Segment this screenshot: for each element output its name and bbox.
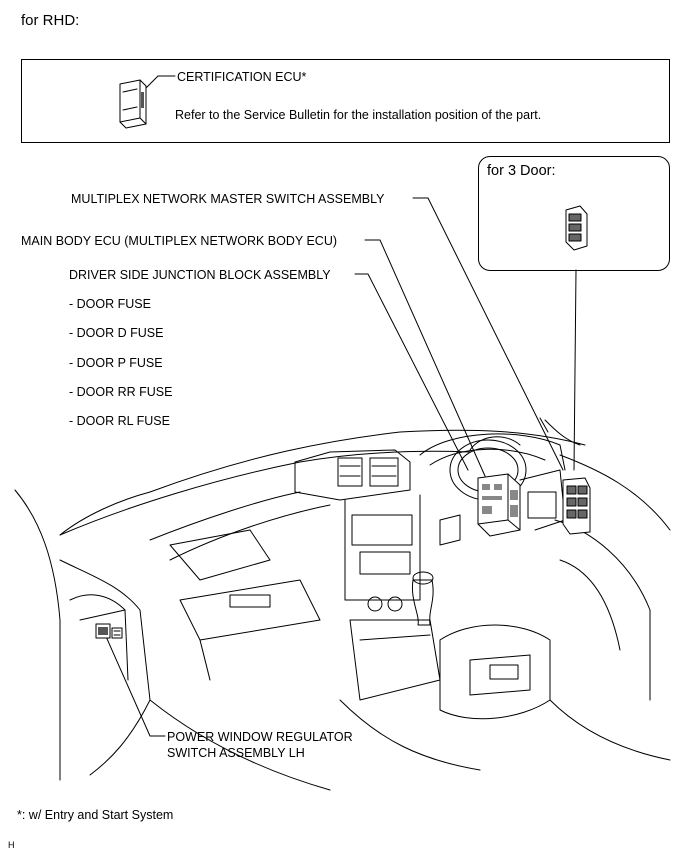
corner-mark: H <box>8 840 15 850</box>
three-door-inset-title: for 3 Door: <box>487 163 556 179</box>
master-switch-icon <box>562 477 591 535</box>
fuse-item: - DOOR RR FUSE <box>69 385 173 399</box>
fuse-item: - DOOR P FUSE <box>69 356 163 370</box>
junction-block-icon <box>477 473 521 537</box>
fuse-item: - DOOR RL FUSE <box>69 414 170 428</box>
certification-ecu-note: Refer to the Service Bulletin for the in… <box>175 108 542 122</box>
power-window-label-line2: SWITCH ASSEMBLY LH <box>167 746 305 760</box>
master-switch-label: MULTIPLEX NETWORK MASTER SWITCH ASSEMBLY <box>71 192 385 206</box>
junction-block-label: DRIVER SIDE JUNCTION BLOCK ASSEMBLY <box>69 268 331 282</box>
footnote: *: w/ Entry and Start System <box>17 808 174 822</box>
main-body-ecu-label: MAIN BODY ECU (MULTIPLEX NETWORK BODY EC… <box>21 234 338 248</box>
certification-ecu-label: CERTIFICATION ECU* <box>177 70 307 84</box>
page-title: for RHD: <box>21 12 80 29</box>
power-window-label-line1: POWER WINDOW REGULATOR <box>167 730 353 744</box>
three-door-switch-icon <box>565 205 588 251</box>
leader-lines <box>103 197 577 737</box>
certification-ecu-icon <box>119 75 176 129</box>
power-window-switch-icon <box>95 623 123 639</box>
fuse-item: - DOOR FUSE <box>69 297 151 311</box>
fuse-item: - DOOR D FUSE <box>69 326 164 340</box>
